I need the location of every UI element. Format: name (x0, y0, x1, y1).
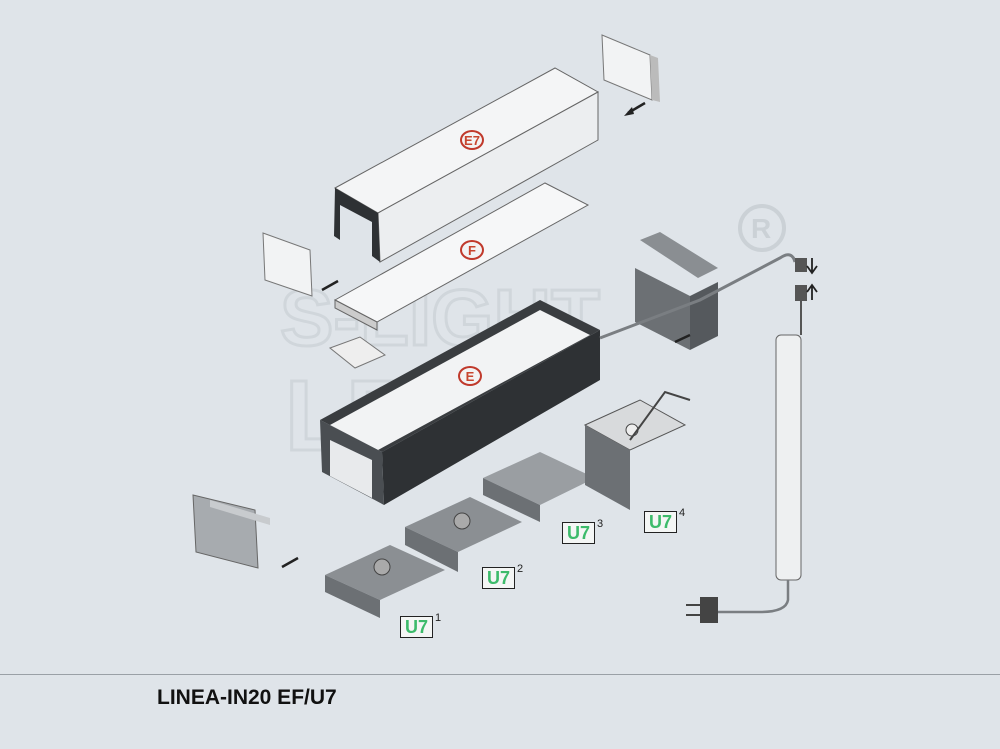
arrow-icon (321, 279, 339, 292)
u7-index: 3 (597, 518, 604, 530)
svg-text:R: R (751, 213, 771, 244)
feed-end-cap (635, 232, 718, 350)
mounting-clip-u7-3 (483, 452, 595, 522)
part-tag-e: E (458, 366, 482, 386)
mounting-clip-u7-4 (583, 390, 691, 510)
end-cap-bottom (192, 494, 270, 569)
u7-index: 4 (679, 507, 686, 519)
led-clip (328, 336, 387, 369)
mounting-clip-u7-1 (325, 545, 445, 618)
end-cap-top (601, 34, 660, 102)
u7-label: U7 (400, 616, 434, 638)
connector-arrows-icon (806, 258, 818, 300)
u7-index: 2 (517, 563, 524, 575)
u7-label: U7 (482, 567, 516, 589)
u7-label: U7 (644, 511, 678, 533)
u7-label: U7 (562, 522, 596, 544)
end-cap-left (262, 232, 313, 297)
part-tag-f: F (460, 240, 484, 260)
u7-index: 1 (435, 612, 442, 624)
power-supply (686, 258, 807, 623)
mounting-clip-u7-2 (405, 497, 522, 572)
product-title: LINEA-IN20 EF/U7 (157, 686, 337, 709)
divider (0, 674, 1000, 675)
part-tag-e7: E7 (460, 130, 484, 150)
